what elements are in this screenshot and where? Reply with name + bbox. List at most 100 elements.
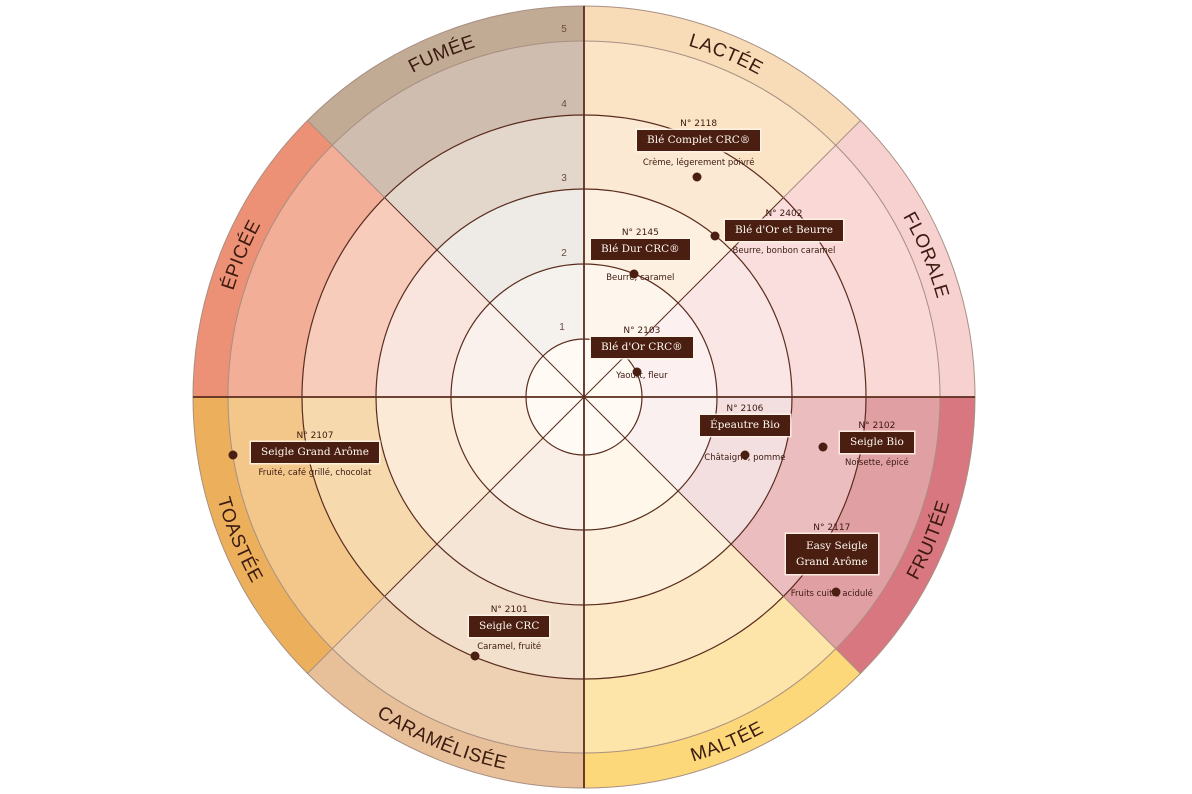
product-dot[interactable] <box>629 269 639 279</box>
product-dot[interactable] <box>710 231 720 241</box>
product-number: N° 2103 <box>623 326 661 336</box>
sector-band <box>835 397 975 674</box>
product-number: N° 2107 <box>296 431 334 441</box>
product-name[interactable]: Seigle Grand Arôme <box>251 442 379 463</box>
product-number: N° 2118 <box>680 119 718 129</box>
sector-band <box>584 264 679 356</box>
sector-band <box>731 397 866 597</box>
product-number: N° 2101 <box>490 605 528 615</box>
product-description: Yaourt, fleur <box>616 371 668 381</box>
product-description: Beurre, bonbon caramel <box>732 246 836 256</box>
sector-band <box>584 438 679 530</box>
sector-band <box>376 249 490 397</box>
sector-band <box>584 41 836 198</box>
product-number: N° 2102 <box>858 421 896 431</box>
sector-band <box>526 355 584 397</box>
level-5: 5 <box>561 24 567 35</box>
product-description: Noisette, épicé <box>845 458 909 468</box>
product-dot[interactable] <box>831 587 841 597</box>
product-description: Caramel, fruité <box>477 642 542 652</box>
product-dot[interactable] <box>692 172 702 182</box>
wheel-axes <box>193 6 975 788</box>
axis-line-outer <box>783 120 861 198</box>
product-name[interactable]: Blé Complet CRC® <box>637 130 761 151</box>
level-4: 4 <box>561 99 567 110</box>
product-name[interactable]: Blé Dur CRC® <box>591 239 690 260</box>
sector-band <box>526 397 584 439</box>
level-3: 3 <box>561 173 567 184</box>
sector-fumée <box>307 6 584 397</box>
sector-band <box>584 648 861 788</box>
sector-band <box>436 491 584 605</box>
product-dot[interactable] <box>228 450 238 460</box>
sector-band <box>332 596 584 753</box>
product-number: N° 2106 <box>726 404 764 414</box>
sector-lactée <box>584 6 861 397</box>
axis-line <box>583 396 784 597</box>
product-name[interactable]: Blé d'Or CRC® <box>591 337 693 358</box>
product-number: N° 2117 <box>813 523 851 533</box>
sector-band <box>332 41 584 198</box>
product-name[interactable]: Seigle Bio <box>840 432 914 453</box>
product-description: Fruité, café grillé, chocolat <box>258 468 372 478</box>
sector-band <box>542 397 584 455</box>
sector-caramélisée <box>307 397 584 788</box>
product-dot[interactable] <box>632 367 642 377</box>
sector-band <box>584 544 784 679</box>
sector-band <box>384 544 584 679</box>
sector-band <box>384 115 584 250</box>
product-name[interactable]: Seigle CRC <box>469 616 550 637</box>
sector-band <box>489 438 584 530</box>
sector-band <box>678 249 792 397</box>
sector-band <box>783 145 940 397</box>
axis-line-outer <box>307 120 385 198</box>
product-dot[interactable] <box>818 442 828 452</box>
sector-band <box>193 397 333 674</box>
sector-band <box>584 115 784 250</box>
sector-band <box>584 355 642 397</box>
sector-band <box>451 397 543 492</box>
product-name[interactable]: Épeautre Bio <box>700 415 790 436</box>
axis-line <box>384 396 585 597</box>
sector-band <box>307 6 584 146</box>
axis-line-outer <box>307 596 385 674</box>
sector-band <box>625 397 717 492</box>
sector-épicée <box>193 120 584 398</box>
sector-band <box>835 120 975 398</box>
sector-maltée <box>584 397 861 788</box>
sector-band <box>584 596 836 753</box>
sector-band <box>584 491 732 605</box>
sector-band <box>228 145 385 397</box>
product-number: N° 2402 <box>765 209 803 219</box>
sector-band <box>584 397 626 455</box>
sector-band <box>302 197 437 397</box>
sector-band <box>489 264 584 356</box>
sector-florale <box>584 120 975 398</box>
sector-band <box>584 397 642 439</box>
wheel-sectors <box>193 6 975 788</box>
level-2: 2 <box>561 248 567 259</box>
product-name[interactable]: Blé d'Or et Beurre <box>725 220 843 241</box>
sector-band <box>731 197 866 397</box>
level-scale: 1 2 3 4 5 <box>559 24 567 333</box>
sector-band <box>193 120 333 398</box>
sector-band <box>584 6 861 146</box>
sector-toastée <box>193 397 584 674</box>
product-description: Crème, légerement poivré <box>642 158 755 168</box>
product-number: N° 2145 <box>621 228 659 238</box>
sector-band <box>451 302 543 397</box>
product-dot[interactable] <box>740 450 750 460</box>
axis-line-outer <box>783 596 861 674</box>
sector-band <box>436 189 584 303</box>
axis-line <box>384 197 585 398</box>
product-dot[interactable] <box>470 651 480 661</box>
